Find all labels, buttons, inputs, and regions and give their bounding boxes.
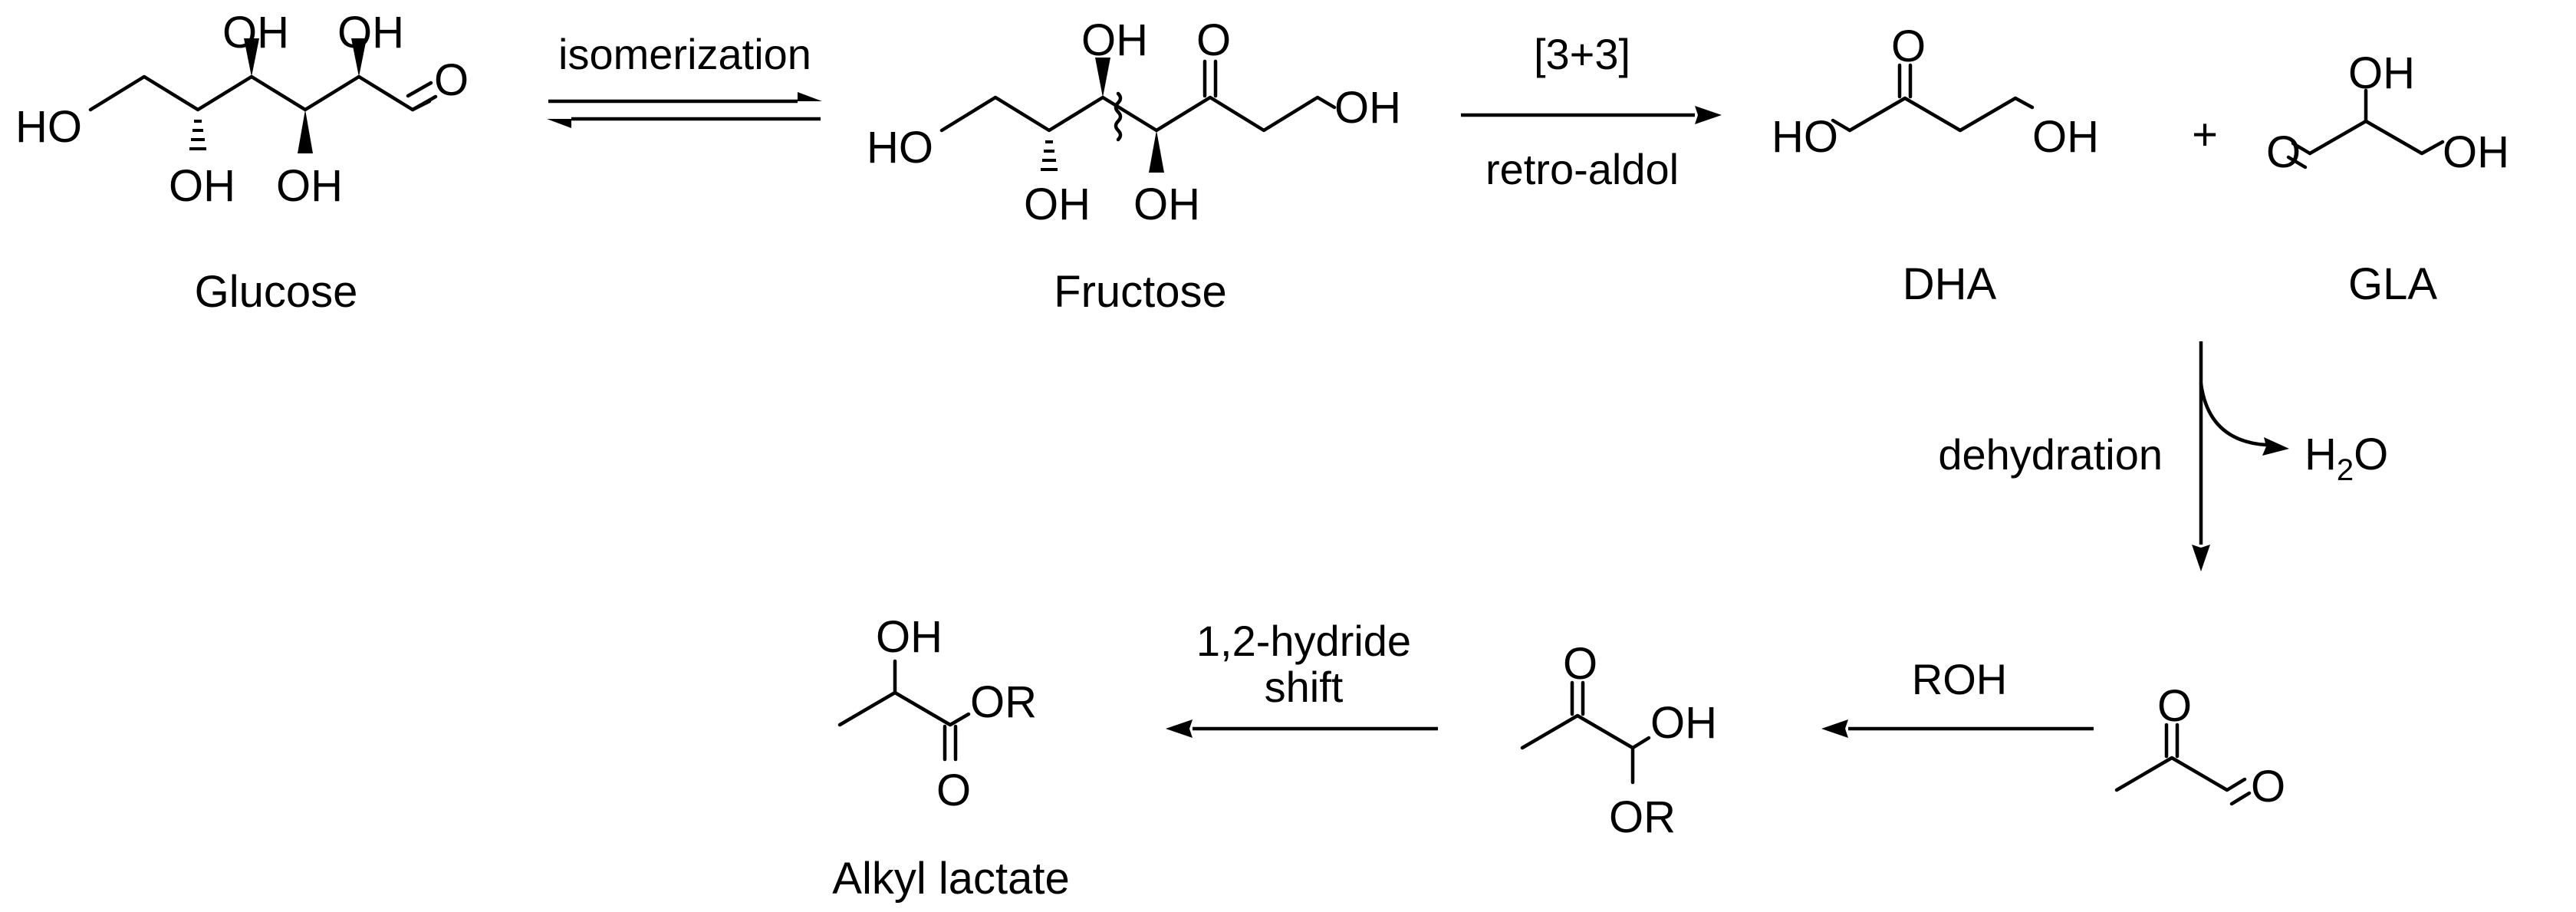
glucose-c4-wedge	[244, 38, 259, 77]
gla-name: GLA	[2348, 259, 2437, 309]
glucose-o-label: O	[434, 55, 469, 105]
methylglyoxal-aldehyde-double	[2229, 791, 2252, 806]
alkyl-lactate-structure: OH OR O	[837, 612, 1037, 815]
retro-aldol-label-top: [3+3]	[1534, 30, 1630, 78]
glucose-aldehyde-double	[406, 81, 433, 98]
dha-structure: HO O OH	[1772, 21, 2099, 162]
isomerization-label: isomerization	[558, 30, 811, 78]
methylglyoxal-structure: O O	[2114, 681, 2285, 812]
glucose-c2-oh-label: OH	[337, 8, 404, 58]
dha-ho-label: HO	[1772, 112, 1838, 162]
fructose-chain	[939, 95, 1337, 133]
lactate-chain	[837, 690, 971, 727]
fructose-structure: HO OH O OH OH OH	[867, 15, 1401, 229]
lactate-oh-label: OH	[876, 612, 943, 662]
alkyl-lactate-name: Alkyl lactate	[832, 854, 1069, 904]
methylglyoxal-chain	[2114, 756, 2247, 792]
glucose-c4-oh-label: OH	[222, 8, 289, 58]
gla-oh-top-label: OH	[2348, 48, 2415, 98]
hydride-shift-label-line1: 1,2-hydride	[1196, 617, 1411, 665]
hemiacetal-oh-label: OH	[1650, 698, 1717, 748]
fructose-ho-label: HO	[867, 123, 933, 173]
methylglyoxal-o-right-label: O	[2251, 762, 2285, 812]
isomerization-equilibrium-arrow	[547, 92, 822, 128]
fructose-c4-oh-label: OH	[1081, 15, 1148, 65]
dehydration-arrow	[2192, 341, 2289, 571]
water-release-curve	[2199, 381, 2268, 447]
lactate-o-label: O	[936, 765, 971, 815]
retro-aldol-arrow	[1461, 106, 1722, 124]
hemiacetal-structure: O OH OR	[1520, 639, 1717, 842]
fructose-oh-terminal-label: OH	[1334, 83, 1401, 133]
hydride-shift-label-line2: shift	[1265, 663, 1344, 711]
gla-o-label: O	[2266, 127, 2301, 177]
hydride-shift-arrow	[1166, 719, 1438, 738]
glucose-aldehyde-bond	[410, 94, 438, 112]
glucose-c3-wedge	[298, 110, 313, 153]
roh-arrow	[1821, 719, 2094, 738]
glucose-c3-oh-label: OH	[276, 161, 343, 211]
fructose-name: Fructose	[1054, 267, 1227, 317]
fructose-c3-oh-label: OH	[1133, 179, 1200, 229]
glucose-c5-oh-label: OH	[169, 161, 235, 211]
fructose-c5-hash	[1041, 140, 1058, 171]
dha-o-label: O	[1891, 21, 1926, 71]
hemiacetal-o-label: O	[1563, 639, 1597, 689]
dha-oh-label: OH	[2032, 112, 2099, 162]
gla-aldehyde-double	[2286, 155, 2308, 170]
glucose-chain	[88, 74, 432, 112]
fructose-c5-oh-label: OH	[1024, 179, 1091, 229]
glucose-c2-wedge	[351, 38, 367, 77]
gla-oh-right-label: OH	[2443, 127, 2509, 177]
glucose-structure: HO O OH OH OH OH	[15, 8, 469, 211]
plus-sign: +	[2192, 110, 2218, 160]
glucose-c5-hash	[189, 120, 206, 150]
fructose-o-label: O	[1196, 15, 1231, 65]
fructose-cleavage-wavy	[1114, 91, 1123, 142]
gla-chain	[2308, 119, 2445, 156]
hemiacetal-or-label: OR	[1609, 792, 1676, 842]
fructose-c4-wedge	[1095, 58, 1110, 97]
glucose-ho-label: HO	[15, 102, 82, 152]
dha-name: DHA	[1903, 259, 1997, 309]
water-byproduct: H2O	[2305, 430, 2388, 487]
methylglyoxal-o-top-label: O	[2157, 681, 2192, 731]
lactate-or-label: OR	[970, 677, 1037, 727]
glucose-name: Glucose	[195, 267, 358, 317]
dha-bond-left	[1831, 118, 1852, 133]
gla-structure: O OH OH	[2266, 48, 2509, 177]
fructose-c3-wedge	[1149, 130, 1164, 173]
dha-chain	[1847, 96, 2035, 133]
dehydration-label: dehydration	[1938, 430, 2163, 479]
roh-label: ROH	[1912, 655, 2007, 703]
hemiacetal-chain	[1520, 713, 1651, 750]
gla-aldehyde-bond	[2291, 141, 2312, 156]
retro-aldol-label-bottom: retro-aldol	[1485, 145, 1679, 193]
